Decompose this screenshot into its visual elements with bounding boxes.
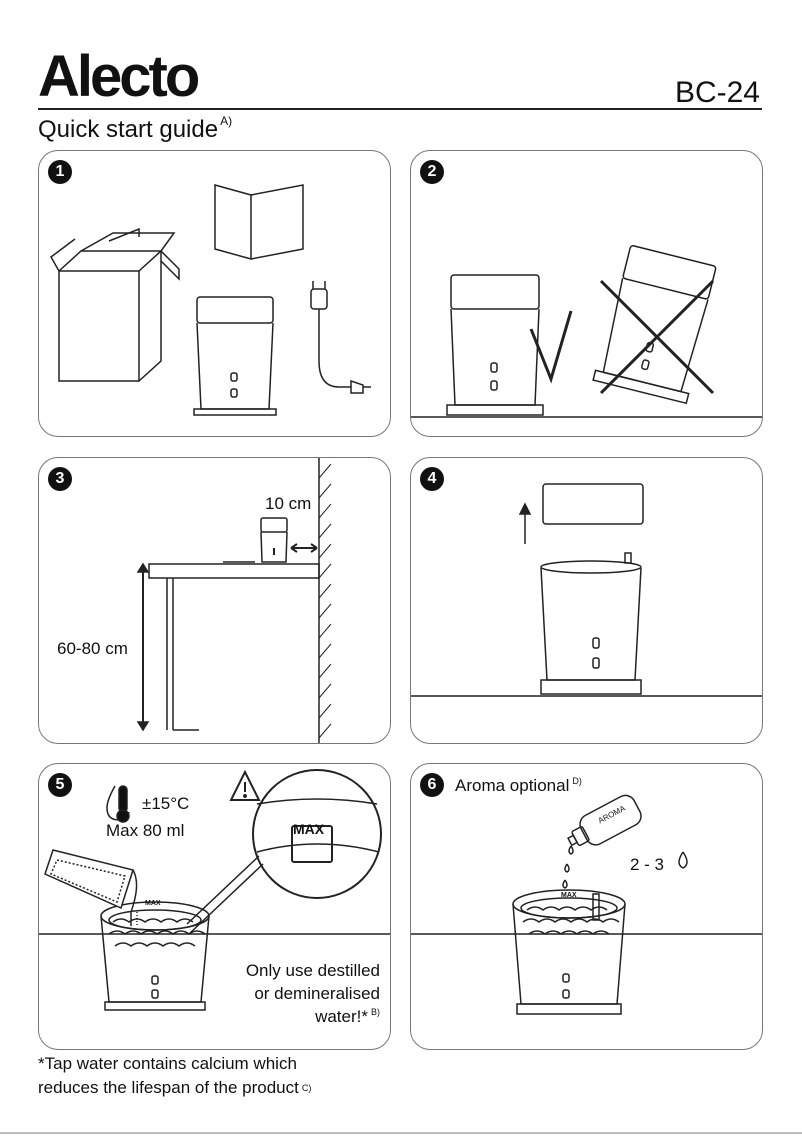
step-2-number: 2 xyxy=(420,160,444,184)
step-4-panel: 4 xyxy=(410,457,763,744)
drops-count-label: 2 - 3 xyxy=(630,855,665,874)
temperature-label: ±15°C xyxy=(142,794,190,813)
water-note-line-1: Only use destilled xyxy=(245,961,380,980)
fill-water-illustration xyxy=(39,769,390,1011)
brand-logo: Alecto xyxy=(38,38,213,109)
step-3-number: 3 xyxy=(48,467,72,491)
aroma-illustration xyxy=(411,794,762,1015)
step-2-panel: 2 xyxy=(410,150,763,437)
water-note-line-2: or demineralised xyxy=(254,984,380,1003)
water-note-line-3: water!*B) xyxy=(315,1007,380,1026)
title-footnote-ref: A) xyxy=(220,114,233,128)
step-1-panel: 1 xyxy=(38,150,391,437)
remove-cover-illustration xyxy=(411,483,762,697)
table-height-label: 60-80 cm xyxy=(57,639,128,658)
step-6-number: 6 xyxy=(420,773,444,797)
footnote-ref: C) xyxy=(301,1083,312,1093)
wall-distance-label: 10 cm xyxy=(265,494,312,513)
bottom-divider xyxy=(0,1132,802,1134)
max-mark-small: MAX xyxy=(145,900,161,907)
aroma-max-mark: MAX xyxy=(561,892,577,899)
step-3-panel: 3 10 cm 60-80 cm xyxy=(38,457,391,744)
footnote: *Tap water contains calcium which reduce… xyxy=(38,1052,311,1100)
warning-icon xyxy=(229,769,261,801)
drop-icon xyxy=(678,851,688,869)
placement-distance-illustration xyxy=(136,458,332,743)
step-1-number: 1 xyxy=(48,160,72,184)
alecto-logo-icon: Alecto xyxy=(38,44,202,109)
step-5-panel: 5 ±15°C Max 80 ml MAX MAX Only use desti… xyxy=(38,763,391,1050)
step-5-number: 5 xyxy=(48,773,72,797)
brand-name: Alecto xyxy=(38,44,199,106)
max-volume-label: Max 80 ml xyxy=(106,821,185,840)
thermometer-drop-icon xyxy=(106,785,130,823)
upright-placement-illustration xyxy=(411,245,762,418)
aroma-bottle-icon xyxy=(567,794,642,847)
footnote-line-1: *Tap water contains calcium which xyxy=(38,1054,297,1073)
aroma-title-ref: D) xyxy=(572,776,582,786)
water-note-ref: B) xyxy=(371,1007,380,1017)
max-mark-zoom: MAX xyxy=(293,821,325,837)
package-contents-illustration xyxy=(50,184,371,416)
step-4-number: 4 xyxy=(420,467,444,491)
model-number: BC-24 xyxy=(674,76,760,109)
header-divider xyxy=(38,108,762,110)
